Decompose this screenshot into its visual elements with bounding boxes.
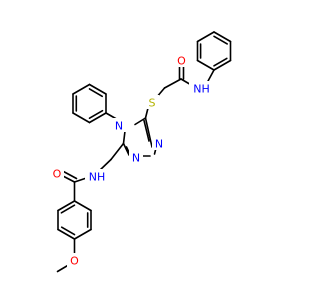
bond-top-phenyl-ring (196, 31, 232, 71)
bond-o-methyl (56, 264, 70, 273)
atom-label-o-methoxy: O (70, 255, 79, 268)
bond-left-phenyl-ring (72, 83, 107, 124)
atom-label-o-top: O (177, 55, 186, 68)
bond-nh-ring (206, 69, 215, 83)
bond-methoxy-phenyl-ring (57, 200, 92, 240)
bonds (56, 31, 232, 273)
atom-label-n1: N (132, 152, 140, 165)
bond-carbonyl-ch2 (163, 78, 182, 89)
atom-label-s: S (149, 97, 156, 110)
atom-label-nh-mid: NH (89, 171, 106, 184)
molecule-canvas: O NH S N N N NH O O (50, 31, 232, 273)
molecule-structure: O NH S N N N NH O O (50, 31, 232, 273)
atom-label-n2: N (155, 138, 163, 151)
bond-carbonyl2-o-2 (62, 170, 78, 180)
atom-label-o-bottom: O (53, 168, 62, 181)
bond-s-c5 (144, 107, 149, 119)
bond-triazole-ring (122, 117, 158, 157)
atom-labels: O NH S N N N NH O O (50, 53, 213, 268)
bond-c3-ch2 (110, 142, 125, 161)
atom-label-nh-top: NH (193, 83, 210, 96)
bond-nh-carbonyl (73, 177, 88, 183)
atom-label-n4: N (115, 120, 123, 133)
